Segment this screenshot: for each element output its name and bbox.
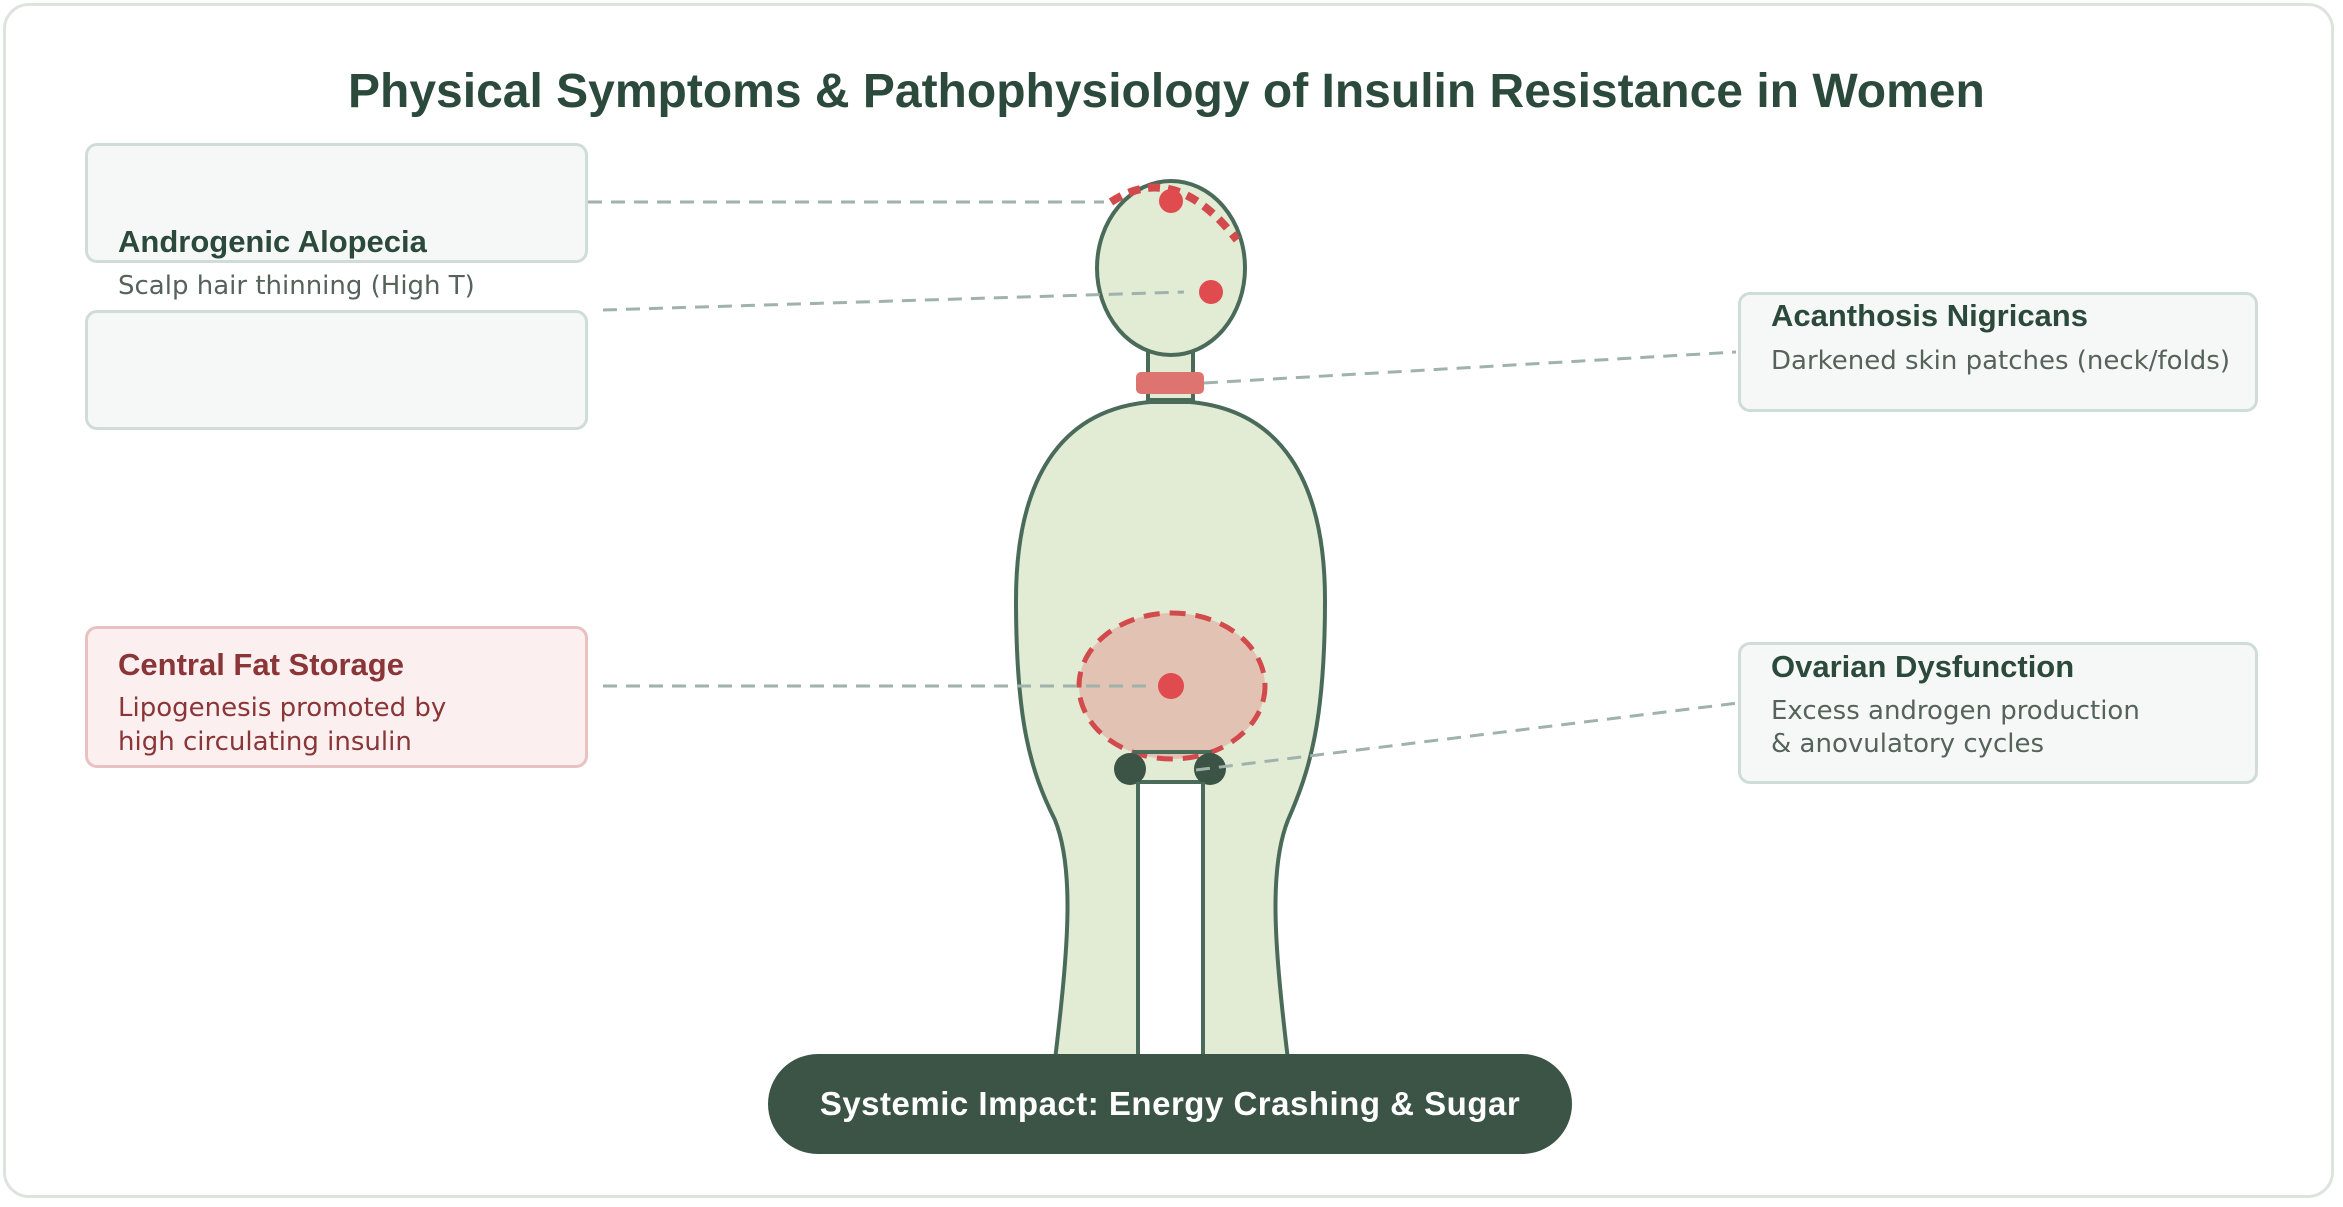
left-ovary (1114, 753, 1146, 785)
ovarian-desc-2: & anovulatory cycles (1771, 729, 2045, 759)
alopecia-desc: Scalp hair thinning (High T) (118, 271, 475, 301)
ovarian-desc-1: Excess androgen production (1771, 696, 2140, 726)
leader-second (602, 290, 1185, 312)
empty-symptom-card (85, 310, 588, 430)
fat-marker (1158, 673, 1184, 699)
page-title: Physical Symptoms & Pathophysiology of I… (348, 65, 1985, 118)
systemic-impact-banner: Systemic Impact: Energy Crashing & Sugar (768, 1054, 1572, 1154)
acanthosis-card (1738, 292, 2258, 412)
leader-acanthosis (1203, 350, 1737, 385)
central-fat-card (85, 626, 588, 768)
neck-patch-marker (1136, 372, 1204, 394)
alopecia-card (85, 143, 588, 263)
systemic-impact-text: Systemic Impact: Energy Crashing & Sugar (819, 1085, 1521, 1122)
central-fat-desc-2: high circulating insulin (118, 727, 412, 757)
face-marker (1199, 280, 1223, 304)
ovarian-title: Ovarian Dysfunction (1771, 649, 2075, 684)
central-fat-title: Central Fat Storage (118, 647, 404, 682)
head (1095, 179, 1247, 357)
acanthosis-title: Acanthosis Nigricans (1771, 298, 2088, 333)
acanthosis-desc: Darkened skin patches (neck/folds) (1771, 346, 2230, 376)
alopecia-title: Androgenic Alopecia (118, 224, 427, 259)
scalp-marker (1159, 189, 1183, 213)
right-ovary (1194, 753, 1226, 785)
ovarian-card (1738, 642, 2258, 784)
central-fat-desc-1: Lipogenesis promoted by (118, 693, 447, 723)
